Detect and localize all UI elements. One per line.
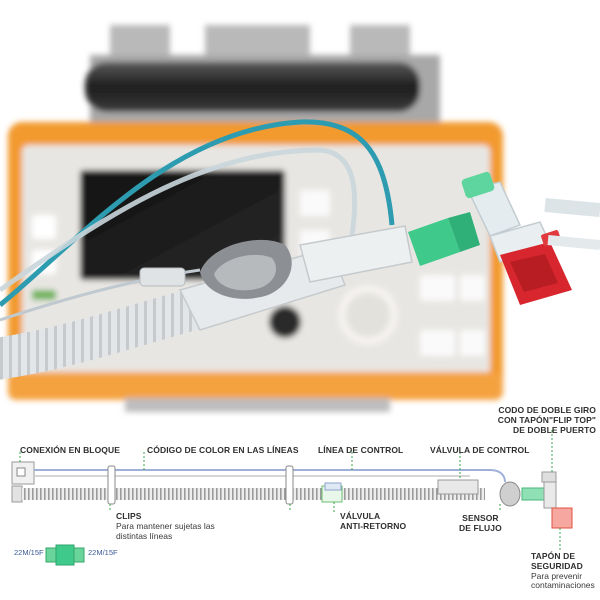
tubing-assembly [0, 119, 600, 380]
label-conexion-bloque: CONEXIÓN EN BLOQUE [20, 445, 121, 455]
clips-desc-1: Para mantener sujetas las [116, 520, 215, 531]
connector-label-left: 22M/15F [14, 548, 44, 557]
label-clips: CLIPS Para mantener sujetas las distinta… [116, 511, 215, 541]
label-valvula-control: VÁLVULA DE CONTROL [430, 445, 530, 455]
sensor-line-1: SENSOR [462, 513, 499, 523]
clips-title: CLIPS [116, 511, 142, 521]
label-tapon: TAPÓN DE SEGURIDAD Para prevenir contami… [531, 551, 595, 591]
label-codo: CODO DE DOBLE GIRO CON TAPÓN"FLIP TOP" D… [486, 405, 596, 435]
circuit-schematic [11, 430, 573, 566]
valvula-anti-line-1: VÁLVULA [340, 511, 381, 521]
connector-label-right: 22M/15F [88, 548, 118, 557]
codo-line-1: CODO DE DOBLE GIRO [498, 405, 596, 415]
leader-lines [19, 430, 561, 550]
tapon-line-2: SEGURIDAD [531, 560, 583, 571]
tapon-desc-2: contaminaciones [531, 580, 595, 591]
valvula-anti-line-2: ANTI-RETORNO [340, 520, 407, 531]
sensor-line-2: DE FLUJO [459, 522, 502, 533]
clips-desc-2: distintas líneas [116, 530, 173, 541]
label-linea-control: LÍNEA DE CONTROL [318, 445, 404, 455]
schematic-lines [11, 461, 573, 566]
tapon-desc-1: Para prevenir [531, 570, 583, 581]
label-sensor: SENSOR DE FLUJO [459, 513, 502, 534]
codo-line-2: CON TAPÓN"FLIP TOP" [497, 414, 596, 425]
label-codigo-color: CÓDIGO DE COLOR EN LAS LÍNEAS [147, 445, 299, 455]
label-valvula-anti: VÁLVULA ANTI-RETORNO [340, 511, 407, 532]
tapon-line-1: TAPÓN DE [531, 551, 576, 561]
codo-line-3: DE DOBLE PUERTO [512, 424, 596, 435]
ventilator-photo [0, 25, 600, 412]
